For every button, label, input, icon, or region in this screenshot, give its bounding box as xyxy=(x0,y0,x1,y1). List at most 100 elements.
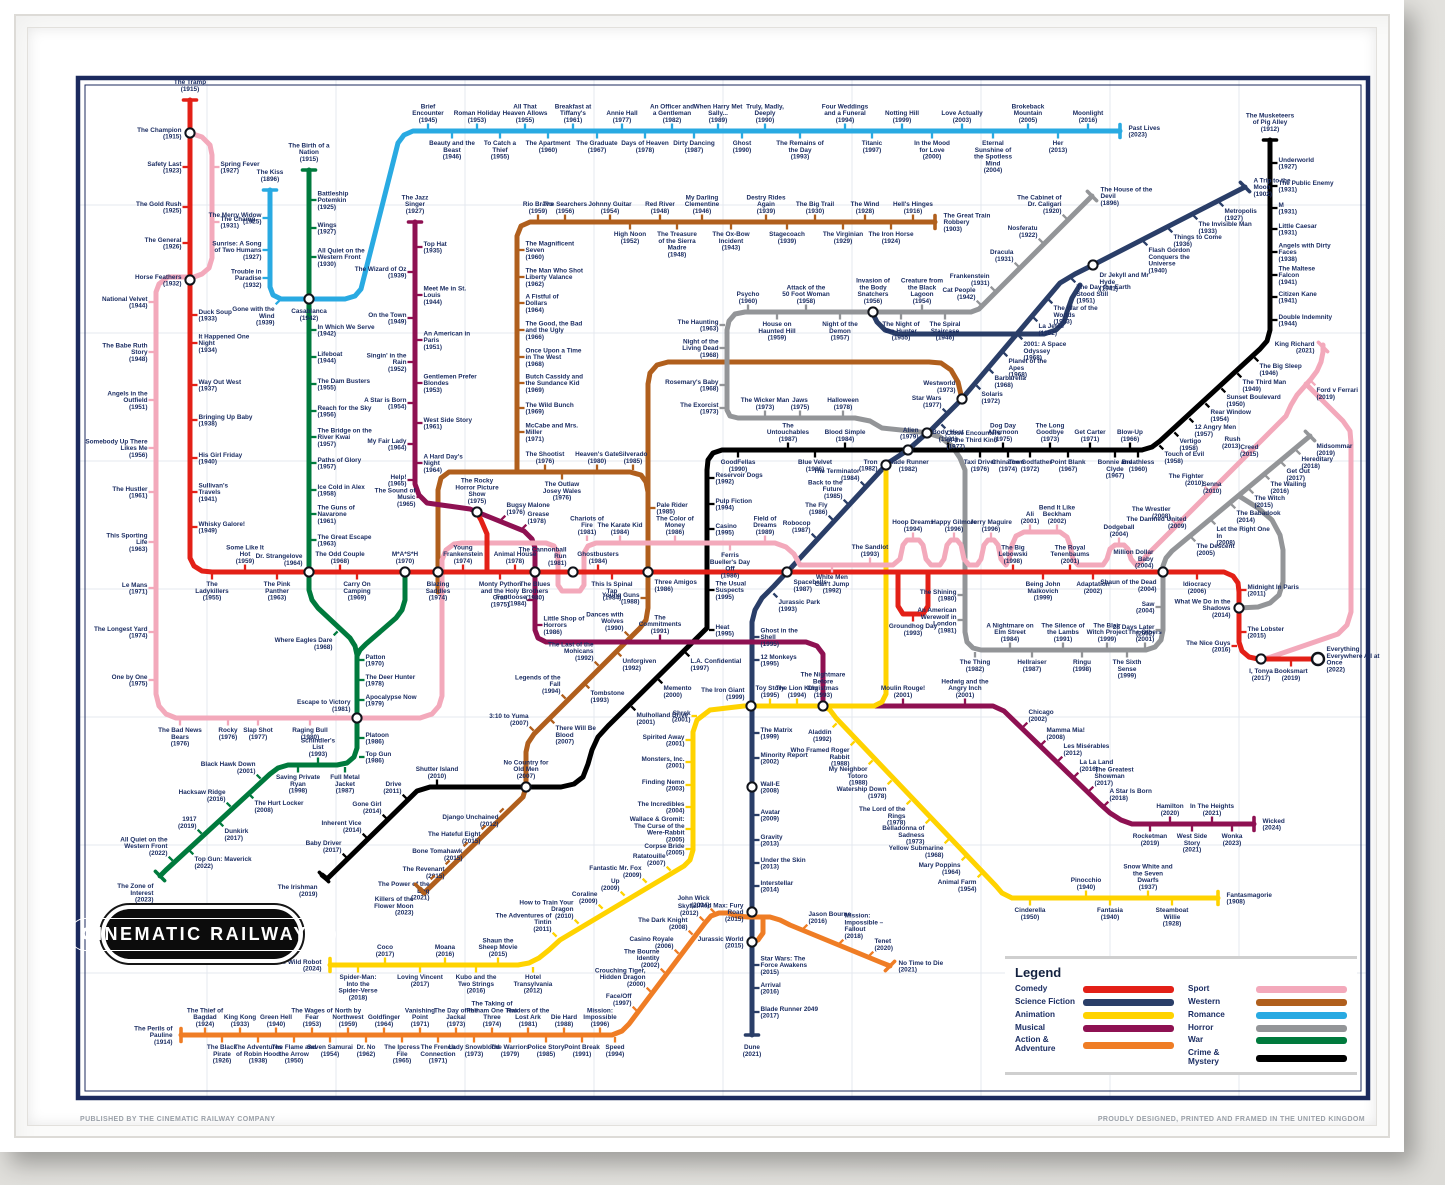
station: Gravity(2013) xyxy=(754,834,783,848)
station-tick xyxy=(560,693,567,700)
station-label: Grease(1978) xyxy=(528,511,550,525)
station: Wall-E(2008) xyxy=(746,781,781,795)
station-tick xyxy=(1040,739,1047,746)
footer-made-in: PROUDLY DESIGNED, PRINTED AND FRAMED IN … xyxy=(1097,1116,1365,1123)
station: Jerry Maguire(1996) xyxy=(970,519,1012,538)
station: Hereditary(2018) xyxy=(1295,449,1334,470)
station: The Godfather(1972) xyxy=(1008,452,1052,473)
legend-color-swatch xyxy=(1256,998,1347,1006)
station-label: Citizen Kane(1941) xyxy=(1279,291,1318,305)
station-tick xyxy=(444,859,451,866)
station: Safety Last(1923) xyxy=(147,161,188,175)
station: Jurassic Park(1993) xyxy=(772,592,821,613)
station-label: Rosemary's Baby(1968) xyxy=(665,379,719,393)
station-label: Lifeboat(1944) xyxy=(318,351,344,365)
station: The Haunting(1963) xyxy=(678,319,725,333)
station-tick xyxy=(989,285,996,292)
station-tick xyxy=(1258,437,1265,444)
station-label: Patton(1970) xyxy=(366,654,386,668)
station-tick xyxy=(976,872,983,879)
station: National Velvet(1944) xyxy=(102,296,154,310)
station: Westworld(1973) xyxy=(923,380,968,405)
interchange-marker xyxy=(399,566,411,578)
station: Blue Velvet(1986) xyxy=(798,452,833,473)
station-label: Hellraiser(1987) xyxy=(1017,659,1047,673)
interchange-marker xyxy=(432,566,444,578)
station-label: Animal Farm(1954) xyxy=(938,879,977,893)
station: Wonka(2023) xyxy=(1222,826,1243,847)
station-tick xyxy=(1013,261,1020,268)
terminus-bar xyxy=(413,882,427,896)
station-label: Robocop(1987) xyxy=(783,520,811,534)
station-label: Notting Hill(1999) xyxy=(885,110,919,124)
station: The Wicker Man(1973) xyxy=(741,397,789,416)
station-label: The Irishman(2019) xyxy=(278,884,318,898)
line-horror xyxy=(1236,493,1286,611)
station: Watership Down(1978) xyxy=(837,779,893,800)
station-label: The Third Man(1949) xyxy=(1243,379,1287,393)
station: Halloween(1978) xyxy=(827,397,859,416)
station-tick xyxy=(1002,351,1009,358)
station-label: Idiocracy(2006) xyxy=(1183,581,1212,595)
station: Hellraiser(1987) xyxy=(1017,652,1047,673)
station-label: The Searchers(1956) xyxy=(543,201,587,215)
station-label: McCabe and Mrs.Miller(1971) xyxy=(526,422,579,443)
station-label: Casino Royale(2006) xyxy=(629,936,673,950)
station-label: Pinocchio(1940) xyxy=(1071,877,1102,891)
station-label: Silverado(1985) xyxy=(619,451,648,465)
station-tick xyxy=(551,931,558,938)
station-label: The Gold Rush(1925) xyxy=(136,201,182,215)
station: Booksmart(2019) xyxy=(1274,661,1309,682)
station-label: The Incredibles(2004) xyxy=(638,801,685,815)
station-label: Drive(2011) xyxy=(383,781,402,795)
station: Yellow Submarine(1968) xyxy=(889,838,950,859)
legend-entry-romance: Romance xyxy=(1188,1010,1347,1020)
station-label: Wall-E(2008) xyxy=(761,781,781,795)
station-label: Arrival(2016) xyxy=(761,982,781,996)
interchange-marker xyxy=(745,700,757,712)
station-tick xyxy=(802,923,809,930)
interchange-marker xyxy=(1255,653,1267,665)
station-tick xyxy=(687,929,694,936)
station: The Lion King(1994) xyxy=(776,685,818,704)
station-tick xyxy=(1218,201,1225,208)
station: Dune(2021) xyxy=(743,1033,761,1058)
station: Ice Cold in Alex(1958) xyxy=(311,484,365,498)
interchange-marker xyxy=(303,566,315,578)
station: Things to Come(1936) xyxy=(1167,227,1222,248)
station-label: The Wrestler(2008) xyxy=(1132,506,1171,520)
station-label: His Girl Friday(1940) xyxy=(199,452,243,466)
station-label: The Big Sleep(1946) xyxy=(1260,363,1302,377)
station: Drive(2011) xyxy=(383,781,408,800)
station: Citizen Kane(1941) xyxy=(1272,291,1317,305)
